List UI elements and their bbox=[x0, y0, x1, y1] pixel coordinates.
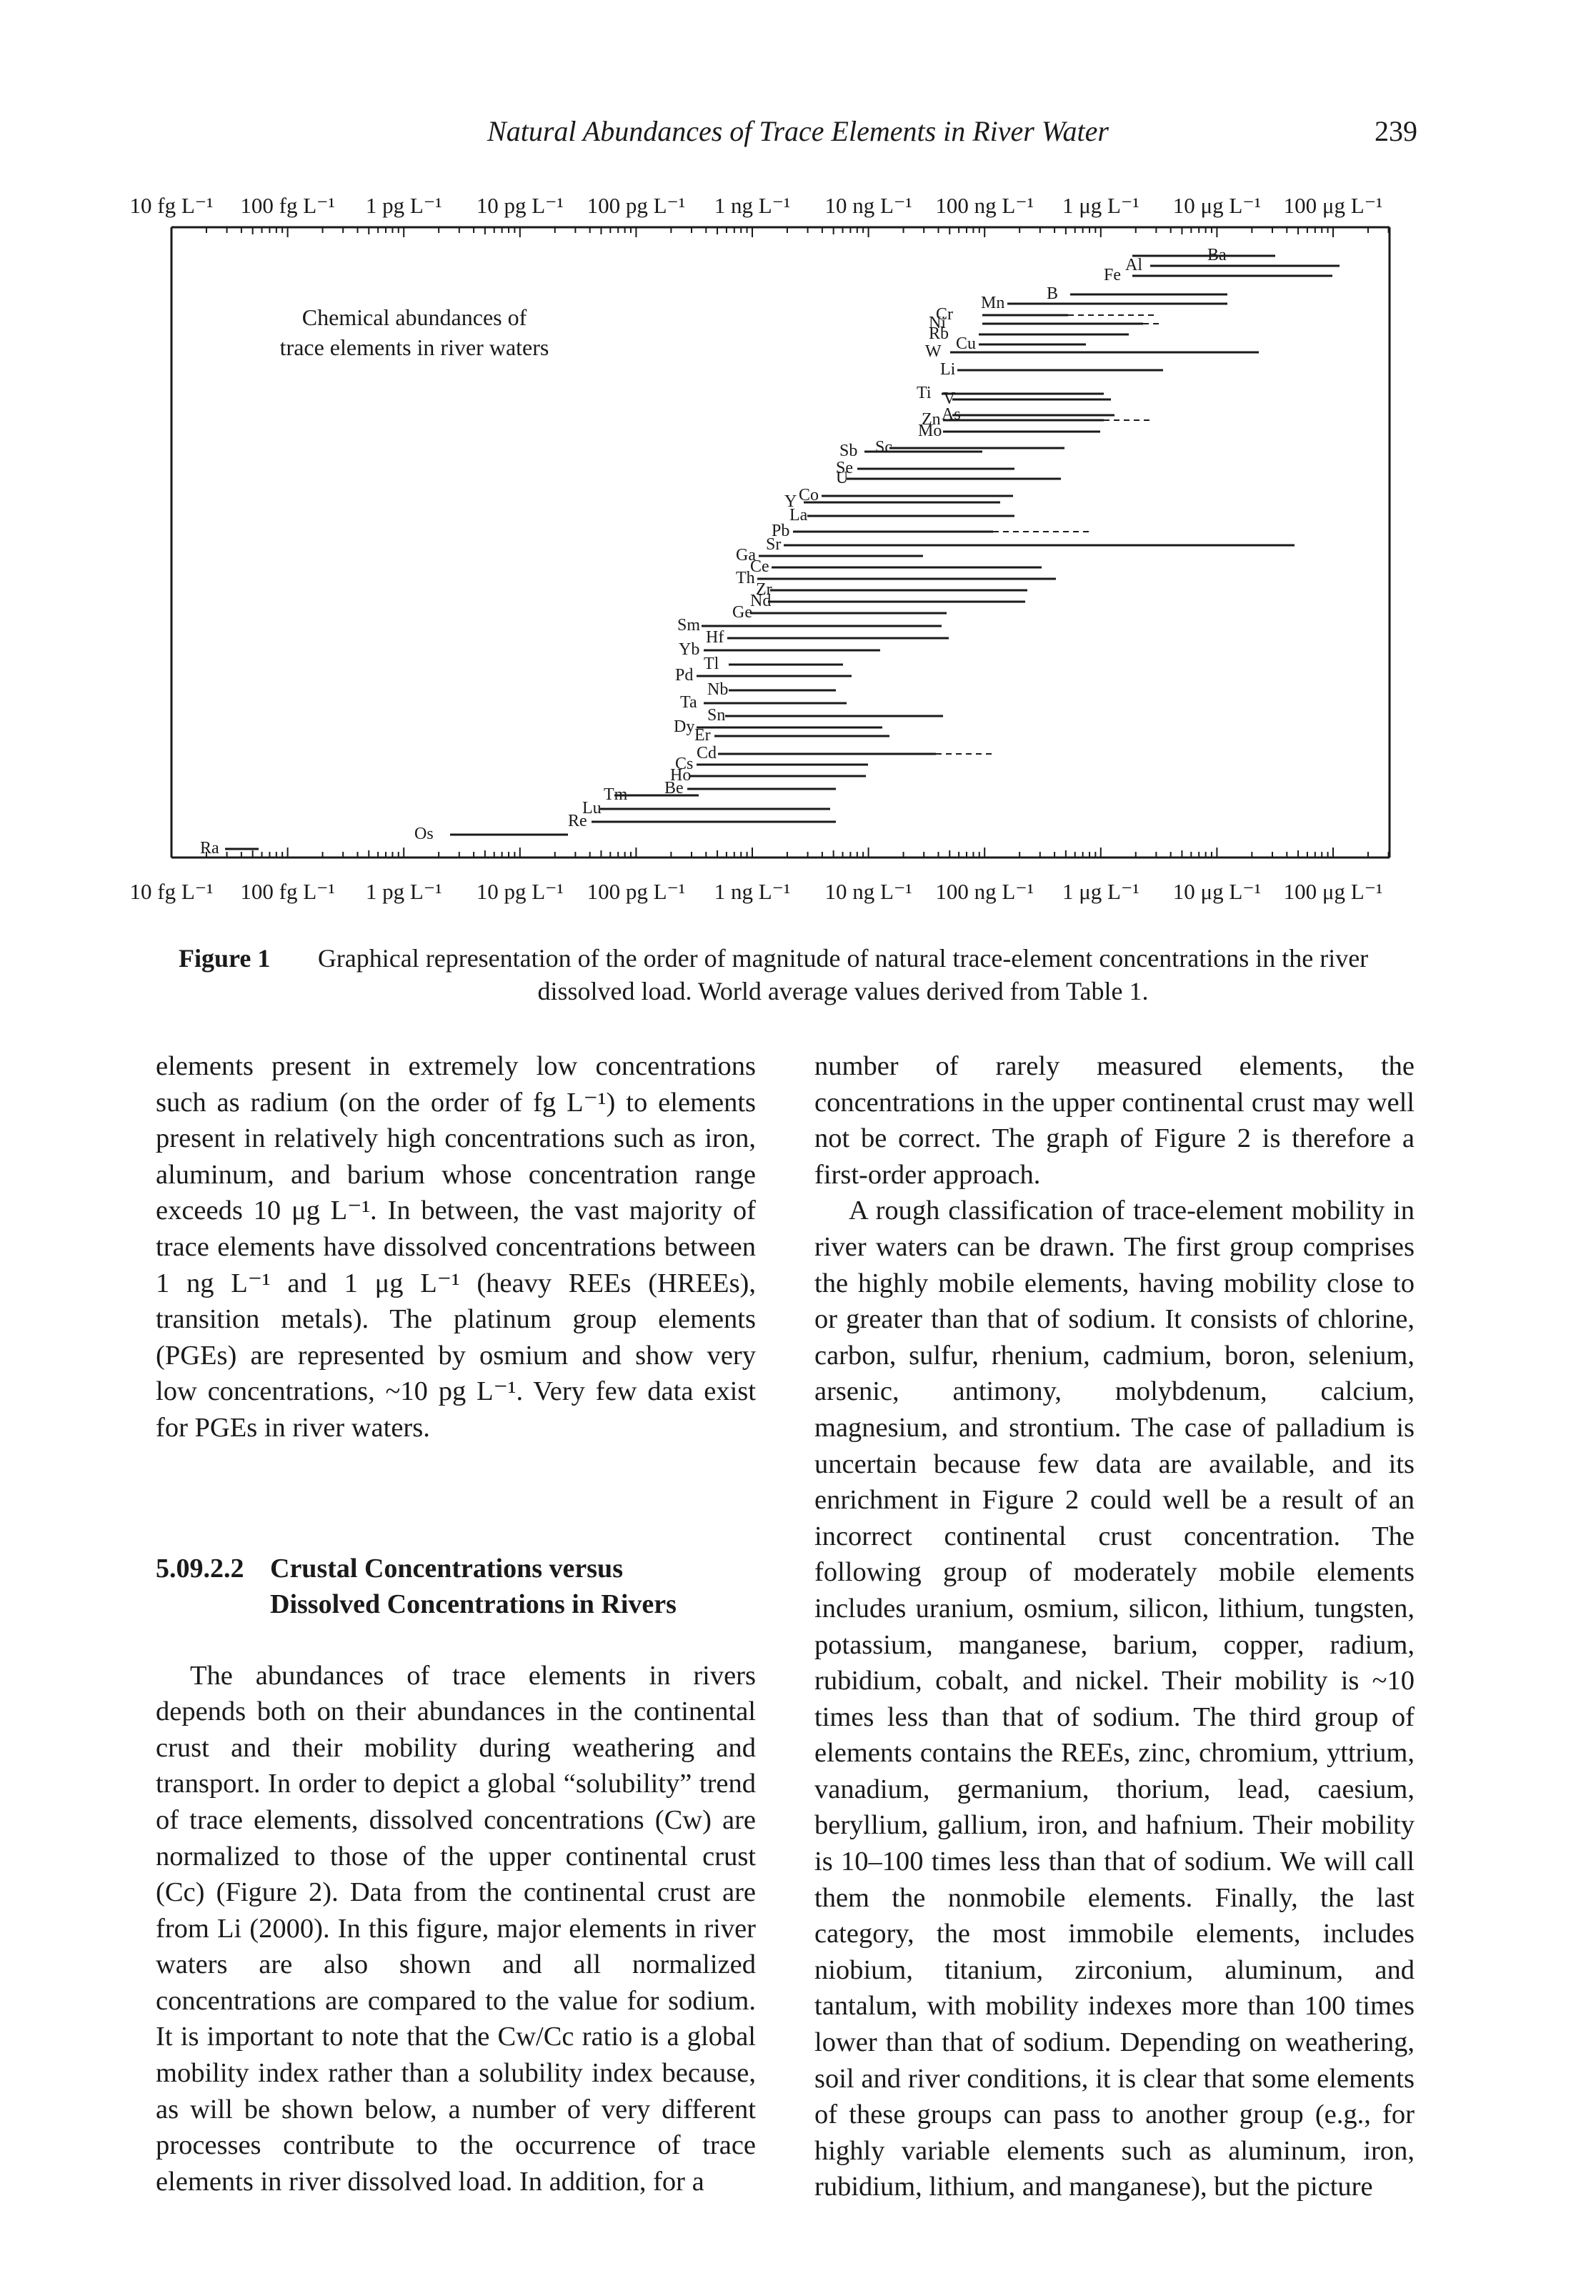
section-heading: 5.09.2.2 Crustal Concentrations versus D… bbox=[156, 1551, 756, 1622]
top-axis-label: 10 fg L⁻¹ bbox=[130, 193, 214, 218]
element-label-sb: Sb bbox=[839, 442, 857, 460]
element-label-li: Li bbox=[940, 360, 956, 379]
right-column: number of rarely measured elements, the … bbox=[814, 1048, 1415, 2205]
element-label-ho: Ho bbox=[670, 766, 691, 785]
top-axis-label: 10 pg L⁻¹ bbox=[477, 193, 564, 218]
axis-ticks bbox=[171, 227, 1390, 858]
top-axis-label: 100 μg L⁻¹ bbox=[1284, 193, 1383, 218]
element-label-nd: Nd bbox=[750, 592, 771, 610]
element-label-ge: Ge bbox=[732, 603, 752, 622]
inset-title-line2: trace elements in river waters bbox=[280, 334, 549, 360]
left-paragraph-2: The abundances of trace elements in rive… bbox=[156, 1660, 756, 2197]
element-label-rb: Rb bbox=[929, 324, 949, 343]
element-label-cd: Cd bbox=[697, 744, 717, 762]
element-label-zr: Zr bbox=[756, 580, 772, 599]
element-label-cu: Cu bbox=[956, 334, 976, 353]
top-axis-label: 10 ng L⁻¹ bbox=[825, 193, 912, 218]
bottom-axis-label: 100 fg L⁻¹ bbox=[240, 879, 334, 904]
element-label-cr: Cr bbox=[936, 305, 953, 324]
bottom-axis-label: 10 μg L⁻¹ bbox=[1173, 879, 1261, 904]
element-label-sr: Sr bbox=[766, 535, 781, 554]
element-label-b: B bbox=[1047, 284, 1058, 303]
caption-text: Graphical representation of the order of… bbox=[317, 944, 1369, 1005]
element-label-ni: Ni bbox=[929, 314, 946, 332]
element-label-dy: Dy bbox=[674, 717, 694, 736]
left-paragraph-1: elements present in extremely low concen… bbox=[156, 1051, 756, 1443]
element-label-ga: Ga bbox=[736, 546, 756, 565]
element-label-al: Al bbox=[1125, 256, 1142, 274]
bottom-axis-labels: 10 fg L⁻¹ 100 fg L⁻¹ 1 pg L⁻¹ 10 pg L⁻¹ 100 … bbox=[130, 879, 1383, 904]
element-label-lu: Lu bbox=[582, 799, 602, 817]
section-title-line1: Crustal Concentrations versus bbox=[270, 1553, 623, 1584]
bottom-axis-label: 100 μg L⁻¹ bbox=[1284, 879, 1383, 904]
element-label-pb: Pb bbox=[772, 522, 789, 540]
element-label-ce: Ce bbox=[750, 557, 769, 576]
element-label-th: Th bbox=[736, 569, 755, 587]
top-axis-label: 1 ng L⁻¹ bbox=[714, 193, 791, 218]
bottom-axis-label: 1 μg L⁻¹ bbox=[1062, 879, 1139, 904]
element-label-pd: Pd bbox=[675, 666, 693, 685]
element-label-tl: Tl bbox=[704, 655, 719, 673]
chart-frame bbox=[170, 226, 1391, 859]
bottom-axis-label: 10 ng L⁻¹ bbox=[825, 879, 912, 904]
element-label-sn: Sn bbox=[707, 706, 725, 725]
caption-label: Figure 1 bbox=[179, 944, 271, 973]
element-label-zn: Zn bbox=[922, 410, 941, 429]
bottom-axis-label: 10 fg L⁻¹ bbox=[130, 879, 214, 904]
bottom-axis-label: 100 pg L⁻¹ bbox=[587, 879, 686, 904]
right-paragraph-1: number of rarely measured elements, the … bbox=[814, 1051, 1415, 1190]
inset-title-line1: Chemical abundances of bbox=[302, 304, 527, 330]
element-label-mo: Mo bbox=[918, 422, 942, 440]
section-title-line2: Dissolved Concentrations in Rivers bbox=[270, 1589, 677, 1619]
element-label-mn: Mn bbox=[981, 294, 1004, 312]
running-header-title: Natural Abundances of Trace Elements in … bbox=[487, 115, 1109, 147]
page-number: 239 bbox=[1375, 115, 1417, 147]
top-axis-label: 1 μg L⁻¹ bbox=[1062, 193, 1139, 218]
figure-1-chart: 10 fg L⁻¹ 100 fg L⁻¹ 1 pg L⁻¹ 10 pg L⁻¹ 100 … bbox=[130, 193, 1391, 904]
element-label-sm: Sm bbox=[677, 616, 700, 635]
element-label-ra: Ra bbox=[200, 839, 219, 858]
top-axis-label: 100 pg L⁻¹ bbox=[587, 193, 686, 218]
top-axis-label: 100 fg L⁻¹ bbox=[240, 193, 334, 218]
element-label-se: Se bbox=[836, 459, 853, 477]
top-axis-label: 1 pg L⁻¹ bbox=[366, 193, 442, 218]
right-paragraph-2: A rough classification of trace-element … bbox=[814, 1196, 1415, 2202]
top-axis-labels: 10 fg L⁻¹ 100 fg L⁻¹ 1 pg L⁻¹ 10 pg L⁻¹ 100 … bbox=[130, 193, 1383, 218]
element-label-w: W bbox=[925, 342, 942, 361]
element-label-ti: Ti bbox=[917, 384, 932, 402]
element-label-re: Re bbox=[568, 812, 587, 830]
element-label-hf: Hf bbox=[706, 628, 724, 647]
bottom-axis-label: 10 pg L⁻¹ bbox=[477, 879, 564, 904]
element-label-os: Os bbox=[414, 825, 434, 843]
section-number: 5.09.2.2 bbox=[156, 1553, 244, 1584]
element-label-la: La bbox=[789, 506, 808, 525]
element-label-v: V bbox=[943, 389, 956, 408]
element-label-fe: Fe bbox=[1104, 266, 1121, 284]
left-column: elements present in extremely low concen… bbox=[156, 1048, 756, 2200]
element-label-er: Er bbox=[694, 726, 711, 745]
element-label-cs: Cs bbox=[675, 755, 693, 773]
bottom-axis-label: 1 ng L⁻¹ bbox=[714, 879, 791, 904]
element-label-nb: Nb bbox=[707, 680, 728, 699]
element-label-u: U bbox=[836, 469, 848, 487]
top-axis-label: 100 ng L⁻¹ bbox=[935, 193, 1034, 218]
section-title: Crustal Concentrations versus Dissolved … bbox=[270, 1551, 677, 1622]
element-label-ta: Ta bbox=[680, 693, 697, 712]
top-axis-label: 10 μg L⁻¹ bbox=[1173, 193, 1261, 218]
element-label-yb: Yb bbox=[679, 640, 699, 659]
bottom-axis-label: 1 pg L⁻¹ bbox=[366, 879, 442, 904]
element-label-y: Y bbox=[784, 492, 797, 511]
bottom-axis-label: 100 ng L⁻¹ bbox=[935, 879, 1034, 904]
